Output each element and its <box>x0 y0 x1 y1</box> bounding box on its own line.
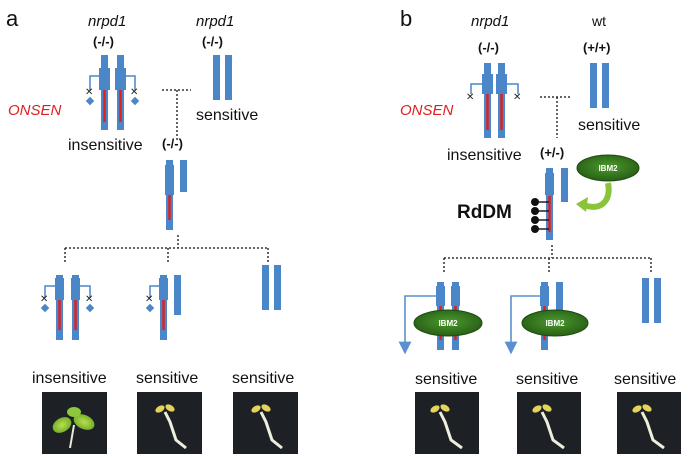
b-parent-right-chromosomes <box>590 63 609 108</box>
a-cross-line <box>162 89 191 140</box>
panel-b-label: b <box>400 6 412 31</box>
svg-text:✕: ✕ <box>130 87 138 98</box>
a-offspring-2-chromosomes: ✕ <box>145 275 181 340</box>
svg-text:✕: ✕ <box>466 92 474 103</box>
a-offspring-3-phenotype: sensitive <box>232 370 294 387</box>
b-seedling-photo-2 <box>517 392 581 454</box>
b-seedling-photo-3 <box>617 392 681 454</box>
a-offspring-3-chromosomes <box>262 265 281 310</box>
svg-text:✕: ✕ <box>85 294 93 305</box>
a-parent-right-chromosomes <box>213 55 232 100</box>
b-rddm-label: RdDM <box>457 202 512 223</box>
a-parent-right-gt: (-/-) <box>202 34 223 49</box>
a-parent-left-chromosomes: ✕ ✕ <box>85 55 140 130</box>
b-offspring-2-chromosomes: IBM2 <box>504 282 589 355</box>
a-seedling-photo-1 <box>42 392 107 454</box>
b-onsen-label: ONSEN <box>400 102 454 119</box>
a-f1-chromosomes <box>165 160 187 230</box>
b-parent-right-genotype: wt <box>591 13 606 29</box>
b-right-phenotype: sensitive <box>578 117 640 134</box>
b-ibm2-arrowhead <box>576 197 588 212</box>
b-ibm2-protein: IBM2 <box>576 154 640 182</box>
b-offspring-1-ibm2: IBM2 <box>438 319 458 328</box>
b-offspring-2-ibm2: IBM2 <box>545 319 565 328</box>
svg-text:✕: ✕ <box>145 294 153 305</box>
b-left-phenotype: insensitive <box>447 147 522 164</box>
b-parent-left-chromosomes: ✕ ✕ <box>466 63 521 138</box>
svg-text:✕: ✕ <box>40 294 48 305</box>
b-parent-left-gt: (-/-) <box>478 40 499 55</box>
svg-text:✕: ✕ <box>513 92 521 103</box>
a-parent-right-genotype: nrpd1 <box>196 13 234 30</box>
panel-a-label: a <box>6 6 19 31</box>
a-onsen-label: ONSEN <box>8 102 62 119</box>
b-seedling-photo-1 <box>415 392 479 454</box>
svg-text:✕: ✕ <box>85 87 93 98</box>
b-offspring-1-chromosomes: IBM2 <box>398 282 483 355</box>
b-f1-gt: (+/-) <box>540 145 564 160</box>
a-right-phenotype: sensitive <box>196 107 258 124</box>
a-parent-left-genotype: nrpd1 <box>88 13 126 30</box>
a-left-phenotype: insensitive <box>68 137 143 154</box>
b-offspring-3-phenotype: sensitive <box>614 371 676 388</box>
b-parent-left-genotype: nrpd1 <box>471 13 509 30</box>
a-seedling-photo-2 <box>137 392 202 454</box>
b-offspring-3-chromosomes <box>642 278 661 323</box>
a-offspring-2-phenotype: sensitive <box>136 370 198 387</box>
a-offspring-tree <box>64 235 269 262</box>
a-seedling-photo-3 <box>233 392 298 454</box>
b-parent-right-gt: (+/+) <box>583 40 610 55</box>
a-parent-left-gt: (-/-) <box>93 34 114 49</box>
b-offspring-1-phenotype: sensitive <box>415 371 477 388</box>
b-ibm2-label: IBM2 <box>598 164 618 173</box>
a-offspring-1-chromosomes: ✕ ✕ <box>40 275 95 340</box>
b-methylation-marks <box>531 198 549 233</box>
a-offspring-1-phenotype: insensitive <box>32 370 107 387</box>
a-f1-gt: (-/-) <box>162 136 183 151</box>
b-offspring-2-phenotype: sensitive <box>516 371 578 388</box>
b-f1-chromosomes <box>545 168 568 240</box>
b-cross-line <box>540 96 572 138</box>
b-offspring-tree <box>443 245 652 272</box>
